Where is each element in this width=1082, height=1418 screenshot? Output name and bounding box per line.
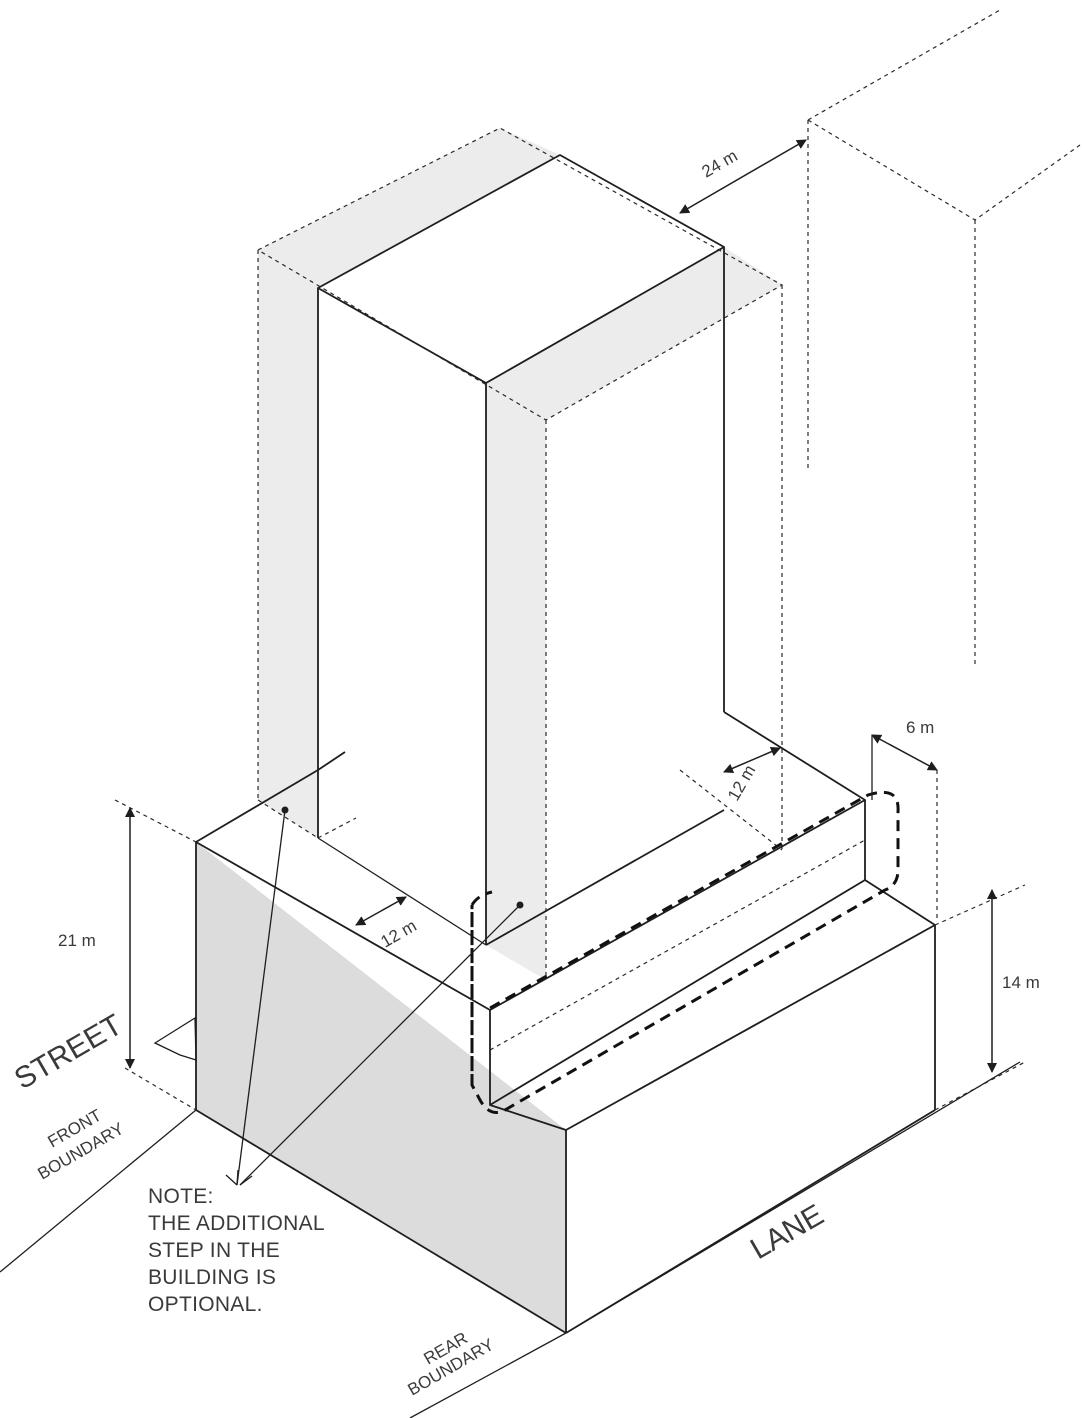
rear-setback-zone-left — [258, 250, 318, 838]
label-14m: 14 m — [1002, 973, 1040, 992]
label-24m: 24 m — [699, 146, 741, 181]
label-lane: LANE — [745, 1198, 829, 1266]
optional-step-outline — [470, 790, 900, 1114]
dim-6m-arrow — [871, 734, 938, 771]
dimension-arrows — [125, 139, 997, 1073]
label-21m: 21 m — [58, 931, 96, 950]
label-street: STREET — [9, 1008, 128, 1096]
note-line-4: BUILDING IS — [148, 1266, 276, 1289]
max-envelope-dashed — [257, 127, 784, 980]
label-12m-lower: 12 m — [378, 916, 420, 951]
dim-24m-arrow — [679, 139, 807, 214]
neighbouring-building — [807, 9, 1081, 665]
label-6m: 6 m — [906, 718, 934, 737]
ground-lines — [0, 799, 1026, 1418]
note-line-2: THE ADDITIONAL — [148, 1212, 325, 1235]
note-line-1: NOTE: — [148, 1185, 214, 1208]
dim-12m-upper-arrow — [723, 746, 781, 774]
note-leaders — [225, 806, 524, 1186]
podium-side-wall — [196, 842, 566, 1333]
front-setback-zone-right — [486, 383, 546, 980]
note-line-5: OPTIONAL. — [148, 1293, 263, 1316]
note-line-3: STEP IN THE — [148, 1239, 280, 1262]
rear-setback-zone-top — [258, 128, 560, 288]
street-entrance — [153, 1016, 197, 1061]
dim-12m-lower-arrow — [355, 896, 407, 926]
setback-shading — [196, 128, 782, 1333]
front-setback-zone-top — [486, 247, 782, 420]
podium-upper — [195, 711, 866, 1110]
label-12m-upper: 12 m — [724, 762, 759, 804]
